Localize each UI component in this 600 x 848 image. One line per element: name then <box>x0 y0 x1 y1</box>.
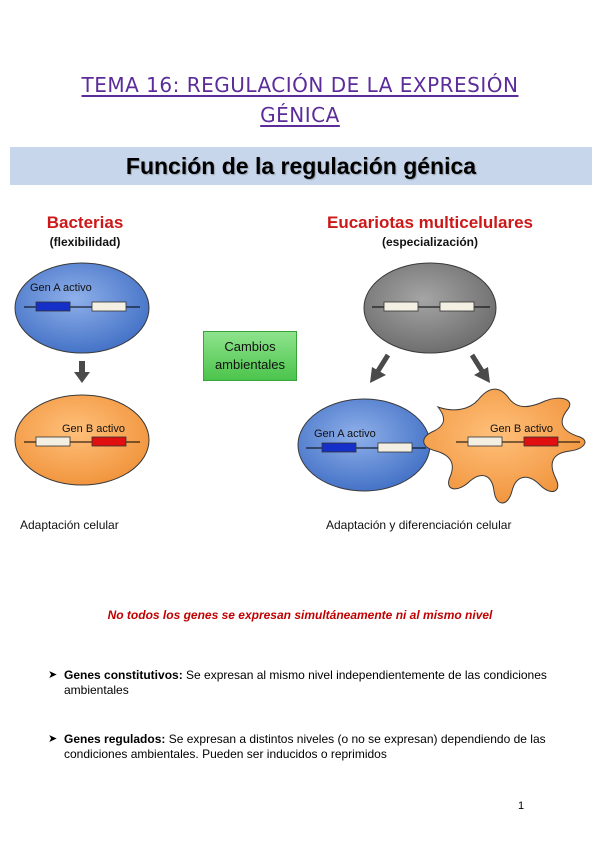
bacteria-gene-a-label: Gen A activo <box>30 282 92 294</box>
eukaryote-cell-gene-b <box>423 388 586 504</box>
eukaryote-gene-a-label: Gen A activo <box>314 428 376 440</box>
bullet-regulated-genes: ➤ Genes regulados: Se expresan a distint… <box>48 732 558 762</box>
section-banner: Función de la regulación génica <box>10 147 592 185</box>
bullet-arrow-icon: ➤ <box>48 733 58 745</box>
bacteria-subheading: (flexibilidad) <box>49 235 121 249</box>
diagonal-arrow-left-icon <box>370 353 391 383</box>
bullet-term: Genes constitutivos: <box>64 668 183 682</box>
bullet-text: Genes constitutivos: Se expresan al mism… <box>64 668 558 698</box>
bullet-description: Se expresan a distintos niveles (o no se… <box>64 732 546 761</box>
page-number: 1 <box>518 800 525 812</box>
bacteria-cell-gene-b <box>14 394 150 486</box>
figure-drawing <box>14 262 586 504</box>
eukaryote-caption: Adaptación y diferenciación celular <box>326 518 512 532</box>
down-arrow-icon <box>74 361 90 383</box>
bacteria-caption: Adaptación celular <box>20 518 119 532</box>
eukaryote-subheading: (especialización) <box>381 235 479 249</box>
bullet-description: Se expresan al mismo nivel independiente… <box>64 668 547 697</box>
diagonal-arrow-right-icon <box>469 353 490 383</box>
eukaryote-heading: Eucariotas multicelulares <box>327 213 533 232</box>
bacteria-cell-gene-a <box>14 262 150 354</box>
page-title-line1: TEMA 16: REGULACIÓN DE LA EXPRESIÓN <box>81 73 519 97</box>
bullet-text: Genes regulados: Se expresan a distintos… <box>64 732 558 762</box>
bullet-constitutive-genes: ➤ Genes constitutivos: Se expresan al mi… <box>48 668 558 698</box>
eukaryote-gene-b-label: Gen B activo <box>490 423 553 435</box>
section-banner-title: Función de la regulación génica <box>125 153 477 179</box>
environmental-changes-box: Cambios ambientales <box>203 331 297 381</box>
bullet-term: Genes regulados: <box>64 732 166 746</box>
highlight-note: No todos los genes se expresan simultáne… <box>107 608 493 622</box>
page-title: TEMA 16: REGULACIÓN DE LA EXPRESIÓN GÉNI… <box>40 70 560 130</box>
bacteria-heading: Bacterias <box>46 213 124 232</box>
environmental-changes-line1: Cambios <box>224 339 276 354</box>
eukaryote-cell-gene-a <box>297 398 431 492</box>
bullet-arrow-icon: ➤ <box>48 669 58 681</box>
bacteria-gene-b-label: Gen B activo <box>62 423 125 435</box>
gene-regulation-figure: Bacterias (flexibilidad) Eucariotas mult… <box>0 195 600 555</box>
environmental-changes-line2: ambientales <box>214 357 286 372</box>
eukaryote-undifferentiated-cell <box>363 262 497 354</box>
page-title-line2: GÉNICA <box>260 103 340 127</box>
